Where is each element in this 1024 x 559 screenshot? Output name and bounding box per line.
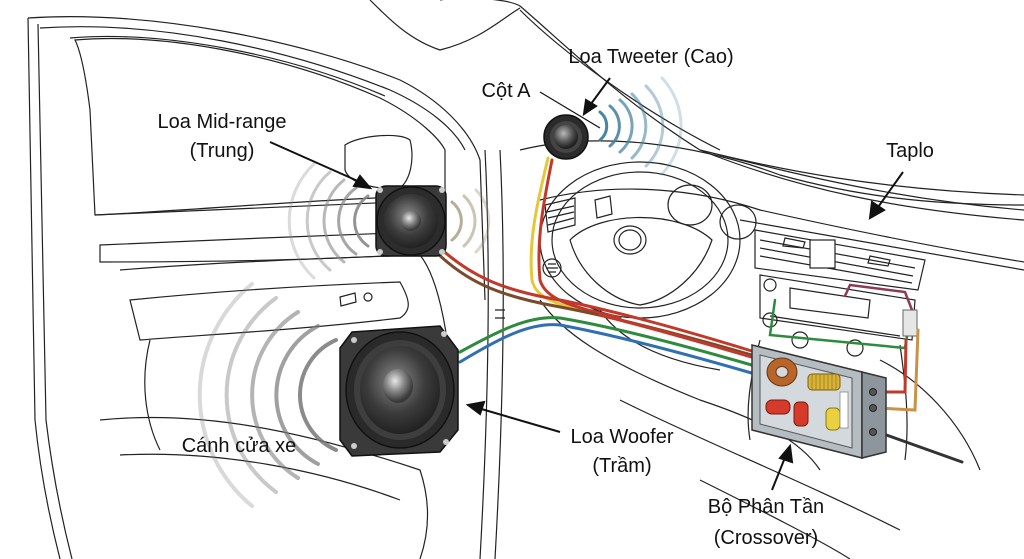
label-crossover-line2: (Crossover) <box>714 527 818 549</box>
wire-crossover-red <box>876 338 908 394</box>
wire-headunit-maroon <box>843 283 914 312</box>
label-woofer-line2: (Trầm) <box>592 455 651 477</box>
label-a-pillar: Cột A <box>482 80 532 102</box>
tweeter-speaker[interactable] <box>543 114 589 160</box>
label-midrange-line2: (Trung) <box>190 140 255 162</box>
wire-headunit-green <box>768 298 910 350</box>
wire-crossover-tan <box>876 328 920 412</box>
wire-main-red <box>598 313 757 360</box>
red-capacitor-2 <box>793 401 809 427</box>
headunit-connector <box>902 309 918 337</box>
wire-midrange-red <box>438 246 757 354</box>
label-midrange-line1: Loa Mid-range <box>158 111 287 133</box>
yellow-capacitor <box>825 407 841 431</box>
wire-harness <box>434 156 964 464</box>
wire-woofer-green <box>458 316 757 368</box>
sound-waves-woofer <box>197 282 338 508</box>
woofer-speaker[interactable] <box>339 325 459 457</box>
label-crossover-line1: Bộ Phân Tần <box>708 496 824 518</box>
label-tweeter: Loa Tweeter (Cao) <box>568 46 733 68</box>
midrange-speaker[interactable] <box>375 185 447 257</box>
sound-waves-tweeter <box>598 76 683 176</box>
wire-tweeter-red <box>537 158 622 320</box>
wire-midrange-brown <box>434 250 757 358</box>
wire-woofer-blue <box>458 323 757 376</box>
label-dashboard: Taplo <box>886 140 934 162</box>
label-woofer-line1: Loa Woofer <box>570 426 673 448</box>
wire-tweeter-yellow <box>529 156 602 317</box>
crossover-unit[interactable] <box>751 344 887 459</box>
sound-waves-midrange <box>287 162 491 280</box>
red-capacitor-1 <box>765 399 791 415</box>
label-door: Cánh cửa xe <box>182 435 297 457</box>
callout-arrows <box>269 77 904 491</box>
labels: Loa Tweeter (Cao) Cột A Loa Mid-range (T… <box>158 46 934 549</box>
wire-crossover-black <box>876 430 964 464</box>
